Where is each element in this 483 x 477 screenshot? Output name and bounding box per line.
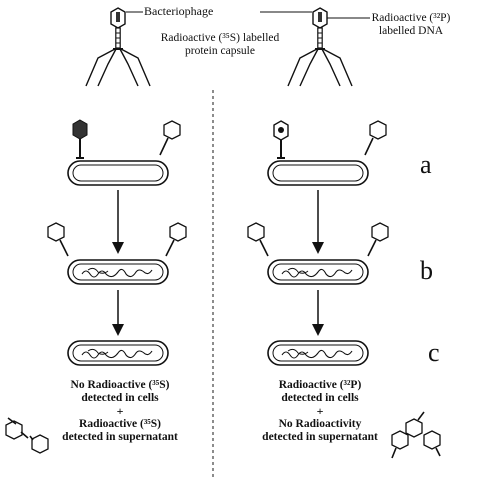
right-plus: + (316, 404, 324, 418)
right-cell-c (267, 340, 369, 366)
right-detached-phage-icon-1 (247, 222, 269, 257)
dna-label: Radioactive (³²P) labelled DNA (366, 12, 456, 38)
right-detached-phage-icon-2 (367, 222, 389, 257)
step-c-label: c (428, 338, 440, 367)
left-detached-phage-icon-1 (47, 222, 69, 257)
protein-label-line2: protein capsule (185, 45, 255, 57)
dna-label-line1: Radioactive (³²P) (371, 12, 451, 24)
step-a-label: a (420, 150, 432, 179)
left-free-phage-icon (159, 120, 181, 156)
left-detached-phage-icon-2 (165, 222, 187, 257)
right-supernatant-phages-icon (391, 411, 441, 459)
left-cell-a (67, 160, 169, 186)
right-result-line3: No Radioactivity (278, 418, 362, 430)
right-result-line1: Radioactive (³²P) (278, 379, 362, 391)
step-b-label: b (420, 256, 433, 285)
right-result-line4: detected in supernatant (262, 431, 378, 443)
left-result: No Radioactive (³⁵S) detected in cells +… (40, 379, 200, 444)
left-result-line1: No Radioactive (³⁵S) (70, 379, 170, 391)
protein-label-line1: Radioactive (³⁵S) labelled (160, 32, 280, 44)
left-result-line2: detected in cells (81, 392, 159, 404)
dna-label-line2: labelled DNA (378, 25, 444, 37)
left-cell-c (67, 340, 169, 366)
left-attached-phage-icon (72, 119, 88, 159)
protein-capsule-label: Radioactive (³⁵S) labelled protein capsu… (140, 32, 300, 58)
left-plus: + (116, 404, 124, 418)
right-result: Radioactive (³²P) detected in cells + No… (240, 379, 400, 444)
left-result-line3: Radioactive (³⁵S) (79, 418, 161, 430)
left-cell-b (67, 259, 169, 285)
right-attached-phage-icon (273, 120, 289, 159)
right-cell-b (267, 259, 369, 285)
right-free-phage-icon (364, 120, 387, 156)
left-supernatant-phages-icon (5, 417, 49, 454)
left-result-line4: detected in supernatant (62, 431, 178, 443)
right-cell-a (267, 160, 369, 186)
bacteriophage-label: Bacteriophage (144, 4, 214, 18)
right-result-line2: detected in cells (281, 392, 359, 404)
